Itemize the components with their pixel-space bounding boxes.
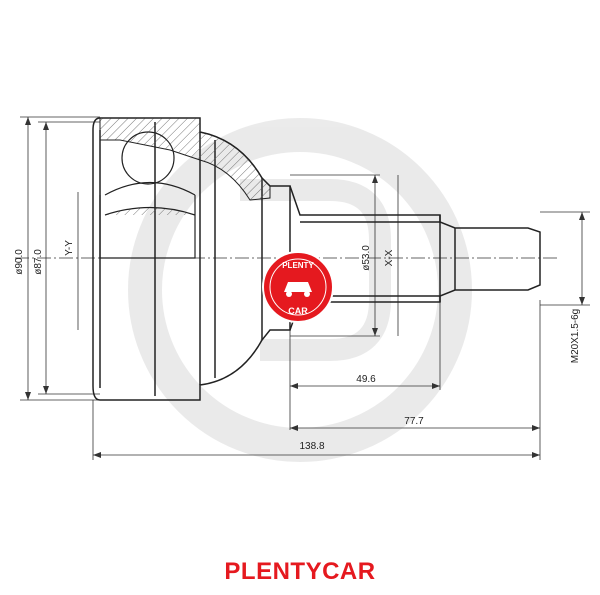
dia-outer-label: ø90.0 bbox=[14, 249, 25, 275]
len-shaft-label: 49.6 bbox=[356, 374, 376, 385]
dia-inner-label: ø87.0 bbox=[33, 249, 44, 275]
outer-race-hatch bbox=[99, 117, 271, 201]
dia-shaft-label: ø53.0 bbox=[361, 245, 372, 271]
badge-text-bottom: CAR bbox=[288, 306, 308, 316]
len-stub-label: 77.7 bbox=[404, 416, 424, 427]
axis-x-label: X-X bbox=[384, 249, 395, 266]
len-total-label: 138.8 bbox=[299, 441, 324, 452]
dimension-arrows bbox=[25, 117, 585, 458]
axis-y-label: Y-Y bbox=[64, 240, 75, 256]
dimension-lines bbox=[20, 116, 590, 460]
brand-name: PLENTYCAR bbox=[224, 558, 376, 585]
badge-text-top: PLENTY bbox=[282, 261, 314, 270]
thread-label: M20X1.5-6g bbox=[570, 309, 581, 363]
ball-cage bbox=[99, 131, 196, 259]
plentycar-badge-icon: PLENTY CAR bbox=[262, 251, 334, 323]
